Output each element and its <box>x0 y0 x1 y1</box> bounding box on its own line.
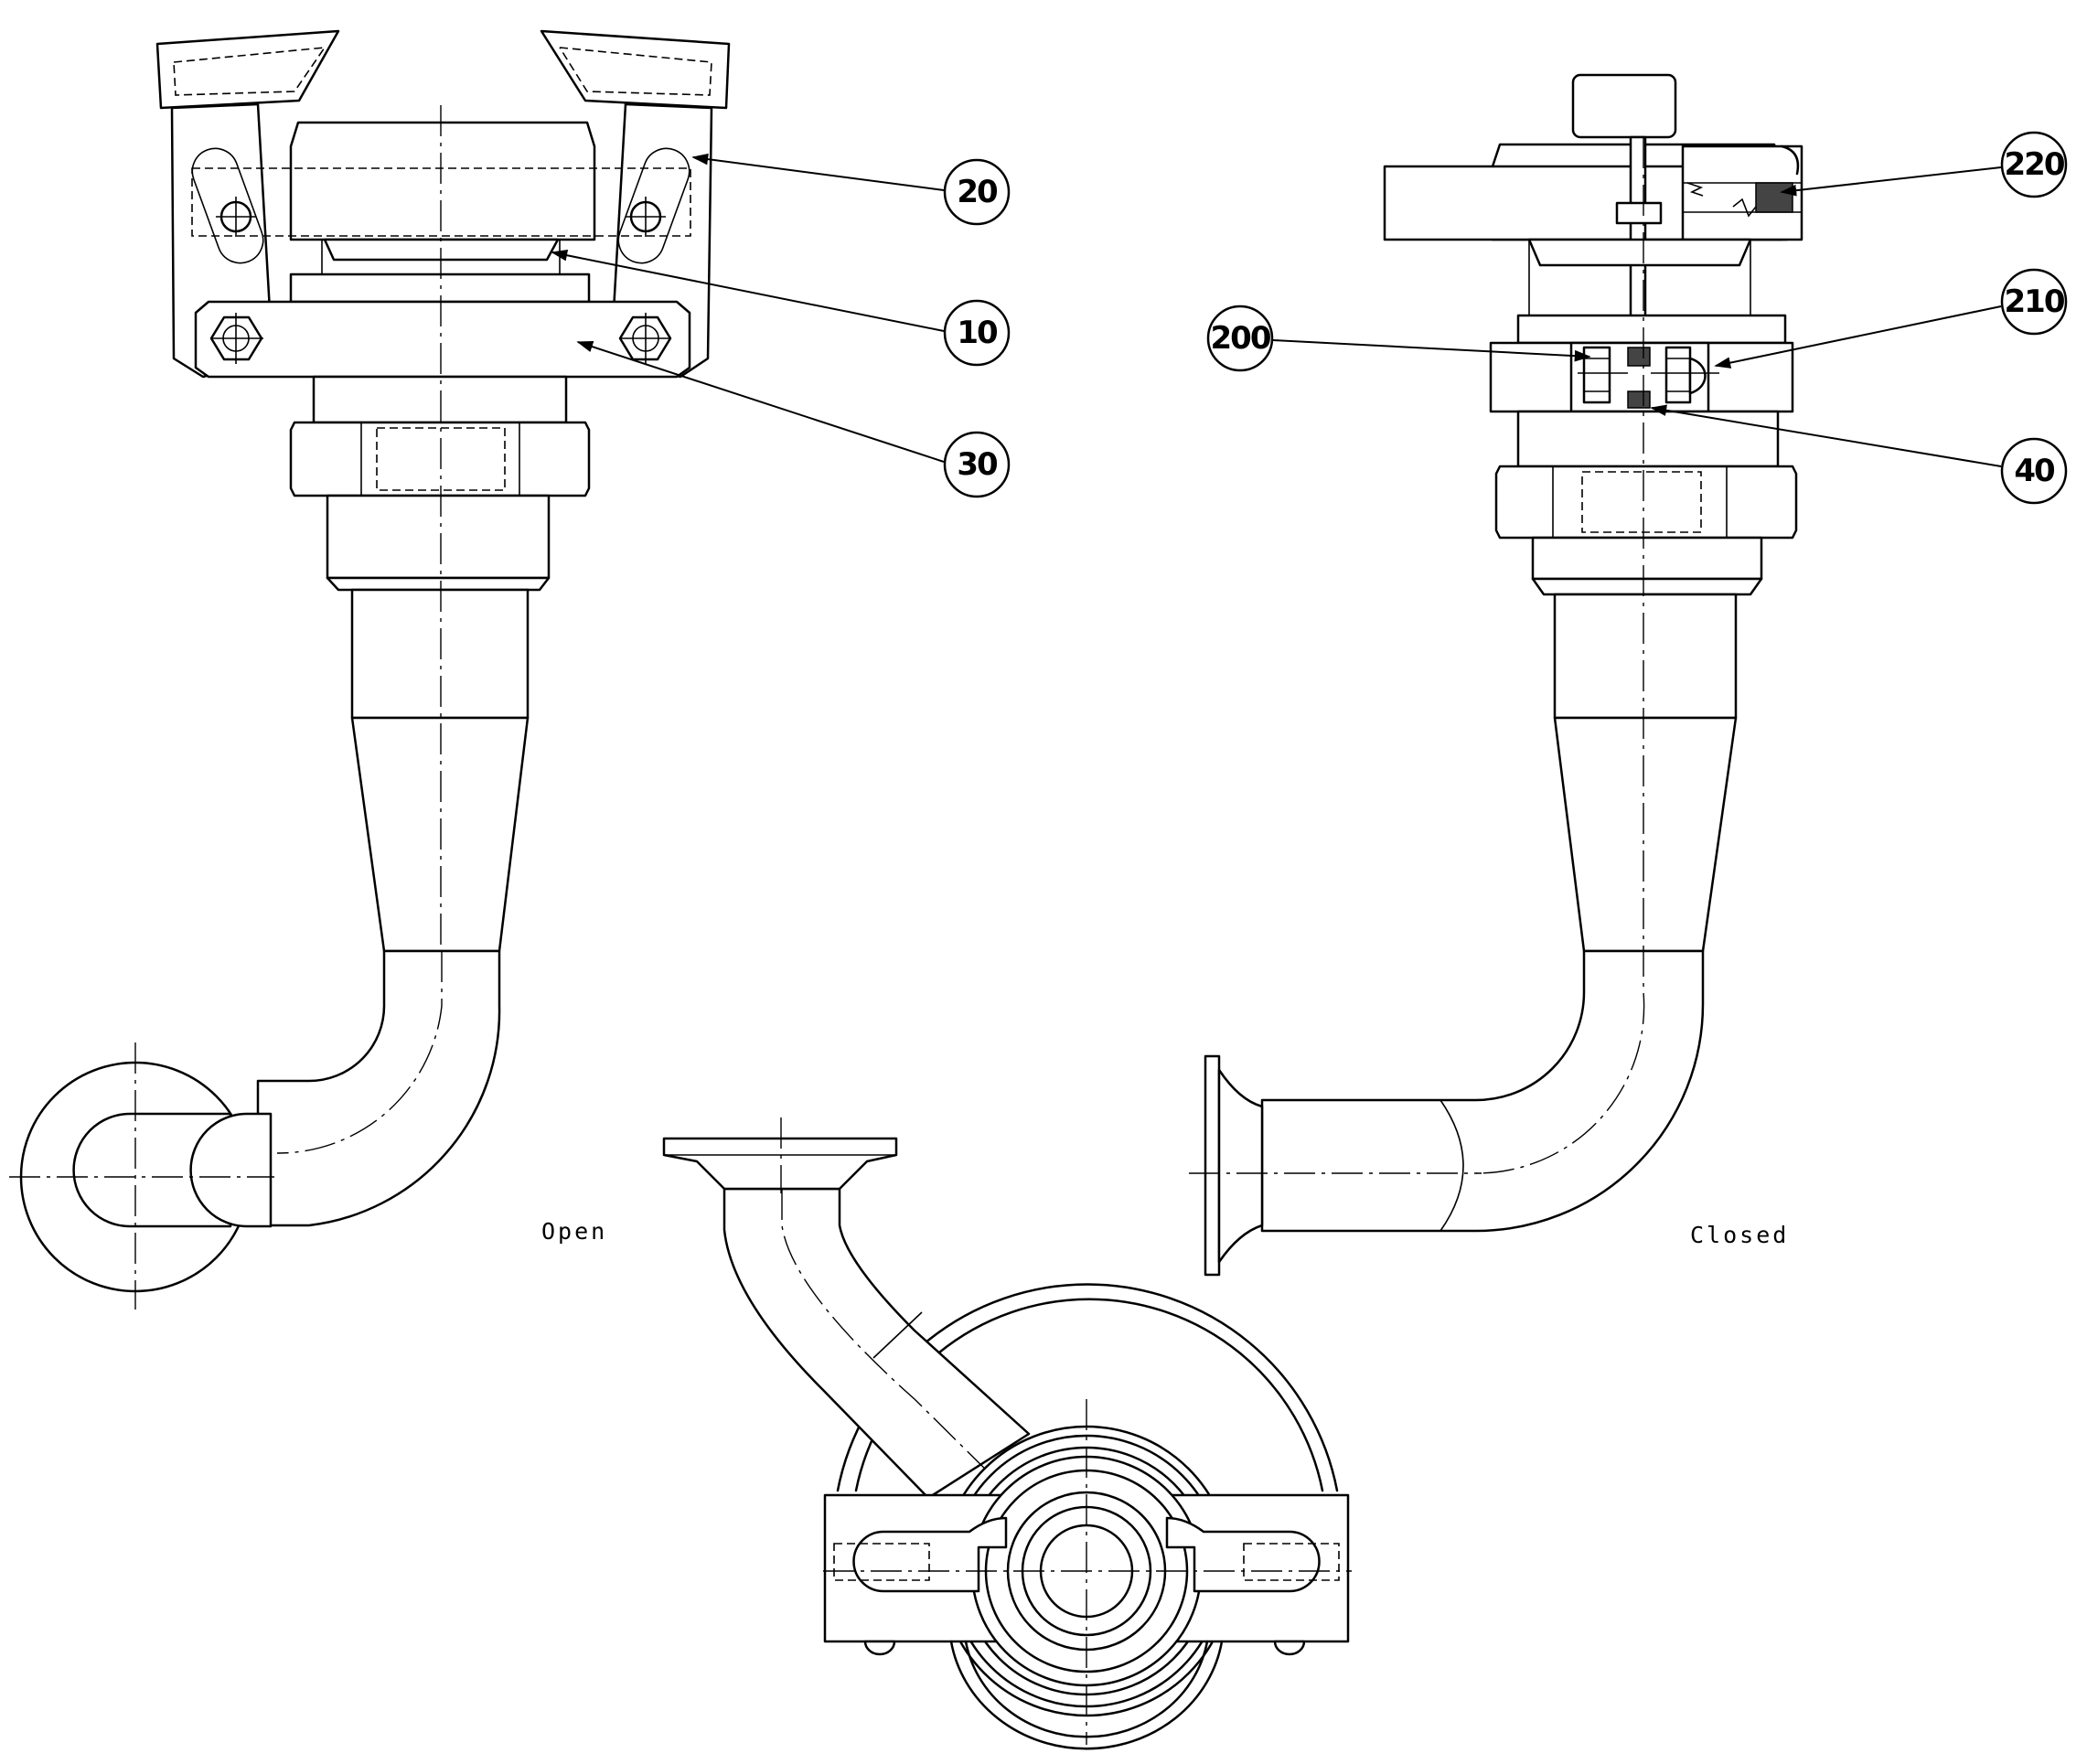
callout-200-label: 200 <box>1211 320 1271 357</box>
closed-view <box>1189 73 1803 1277</box>
callout-220: 220 <box>1780 131 2068 198</box>
callout-210: 210 <box>1714 268 2068 369</box>
callout-40-label: 40 <box>2014 453 2055 489</box>
callout-10-label: 10 <box>957 315 998 351</box>
callout-10: 10 <box>551 250 1011 367</box>
nut-210 <box>1651 346 1719 404</box>
callout-20: 20 <box>691 153 1011 226</box>
open-view-label: Open <box>541 1218 607 1245</box>
callout-30-label: 30 <box>957 446 998 483</box>
clamp-ring <box>194 300 691 379</box>
right-bolt-nut <box>618 313 672 364</box>
callout-220-label: 220 <box>2005 146 2065 183</box>
callout-210-label: 210 <box>2005 283 2065 320</box>
left-bolt-nut <box>209 313 263 364</box>
callout-40: 40 <box>1650 404 2068 505</box>
bottom-view <box>662 1117 1352 1750</box>
callout-20-label: 20 <box>957 174 998 210</box>
callout-200: 200 <box>1206 305 1591 372</box>
closed-view-label: Closed <box>1690 1222 1789 1248</box>
open-view <box>9 29 731 1310</box>
callout-30: 30 <box>576 341 1011 498</box>
